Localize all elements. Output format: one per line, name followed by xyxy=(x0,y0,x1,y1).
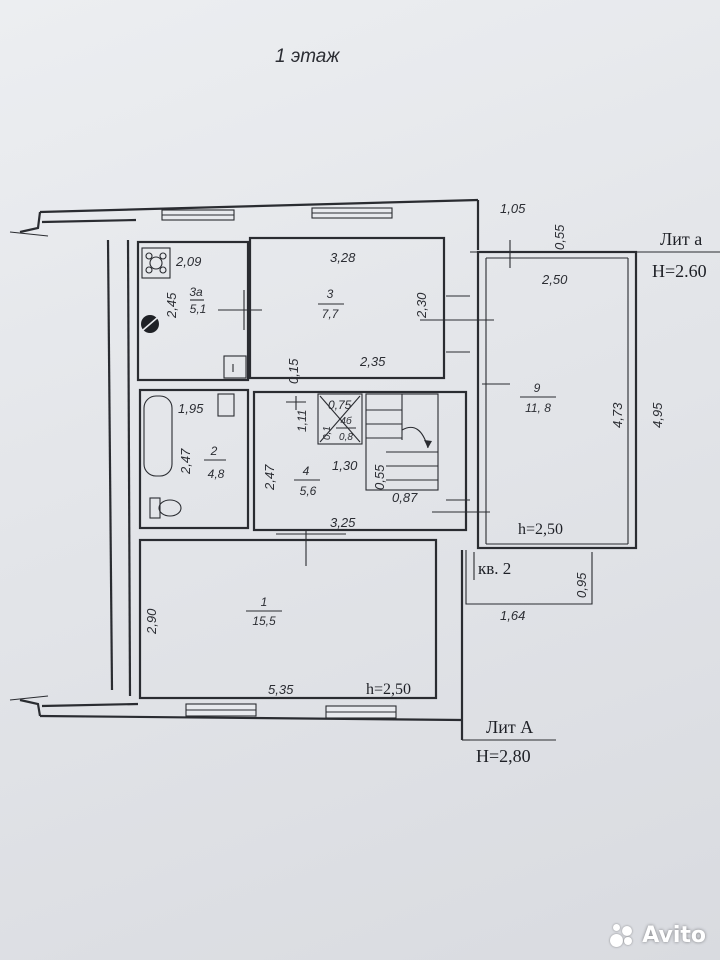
door-marks xyxy=(218,240,511,566)
room-3-area: 7,7 xyxy=(322,307,340,321)
dim-1-64: 1,64 xyxy=(500,608,525,623)
dim-0-95: 0,95 xyxy=(574,572,589,598)
room-9 xyxy=(476,250,638,550)
outer-walls xyxy=(9,198,480,741)
bathtub-icon xyxy=(143,395,173,477)
lit-a-big-name: Лит А xyxy=(486,717,533,737)
room-4b-number: 4б xyxy=(340,415,352,427)
room-labels: 3а 5,1 3 7,7 2 4,8 4 5,6 4б 0,8 1 15,5 9… xyxy=(189,285,556,628)
room-9-number: 9 xyxy=(534,381,541,395)
dim-2-47-room2: 2,47 xyxy=(178,448,193,475)
toilet-icon xyxy=(149,497,182,519)
room-3-number: 3 xyxy=(327,287,334,301)
windows xyxy=(161,207,397,719)
lit-a-big-height: H=2,80 xyxy=(476,746,531,766)
dim-4-73: 4,73 xyxy=(610,402,625,428)
room-3a xyxy=(136,240,250,382)
room-1-number: 1 xyxy=(261,595,268,609)
room-9-area: 11, 8 xyxy=(525,401,551,415)
dim-0-15: 0,15 xyxy=(286,358,301,384)
room-1 xyxy=(138,538,438,700)
dim-2-50: 2,50 xyxy=(541,272,568,287)
dim-1-95: 1,95 xyxy=(178,401,204,416)
dim-2-47-room4: 2,47 xyxy=(262,464,277,491)
stove-icon xyxy=(141,247,171,279)
dim-0-55-mid: 0,55 xyxy=(372,464,387,490)
dim-0-75: 0,75 xyxy=(328,398,352,412)
apartment-label: кв. 2 xyxy=(478,559,511,578)
dim-0-1: 0,1 xyxy=(322,426,333,440)
sink-icon xyxy=(223,355,247,379)
room-3 xyxy=(248,236,446,380)
room-4 xyxy=(252,390,468,532)
room-2-area: 4,8 xyxy=(208,467,225,481)
room-1-area: 15,5 xyxy=(252,614,276,628)
dim-0-55-top: 0,55 xyxy=(552,224,567,250)
dim-2-09: 2,09 xyxy=(175,254,201,269)
avito-watermark-text: Avito xyxy=(642,922,706,948)
dim-0-87: 0,87 xyxy=(392,490,418,505)
stairs xyxy=(365,393,439,491)
room-3a-number: 3а xyxy=(189,285,203,299)
room-4-area: 5,6 xyxy=(300,484,317,498)
dim-1-30: 1,30 xyxy=(332,458,358,473)
dim-1-05: 1,05 xyxy=(500,201,526,216)
room-3a-area: 5,1 xyxy=(190,302,207,316)
avito-logo-icon xyxy=(610,922,636,948)
avito-watermark: Avito xyxy=(610,922,706,948)
room-4b xyxy=(317,393,363,445)
lit-a-small-name: Лит а xyxy=(660,229,702,249)
dim-2-90: 2,90 xyxy=(144,608,159,635)
dim-1-11: 1,11 xyxy=(295,410,309,432)
dimension-labels: 1,05 0,55 2,50 2,09 3,28 2,45 2,30 0,15 … xyxy=(144,201,665,697)
dim-3-28: 3,28 xyxy=(330,250,356,265)
room-2-number: 2 xyxy=(210,444,218,458)
dim-3-25: 3,25 xyxy=(330,515,356,530)
dim-2-35: 2,35 xyxy=(359,354,386,369)
floor-title: 1 этаж xyxy=(275,46,340,67)
room-2 xyxy=(138,388,250,530)
lit-a-small-height: H=2.60 xyxy=(652,261,707,281)
dim-5-35: 5,35 xyxy=(268,682,294,697)
room-4-number: 4 xyxy=(303,464,310,478)
dim-4-95: 4,95 xyxy=(650,402,665,428)
room-9-height: h=2,50 xyxy=(518,521,563,538)
dim-2-30: 2,30 xyxy=(414,292,429,319)
dim-2-45: 2,45 xyxy=(164,292,179,319)
room-4b-area: 0,8 xyxy=(339,432,353,443)
boiler-icon xyxy=(141,315,159,333)
washbasin-icon xyxy=(217,393,235,417)
room-1-height: h=2,50 xyxy=(366,681,411,698)
